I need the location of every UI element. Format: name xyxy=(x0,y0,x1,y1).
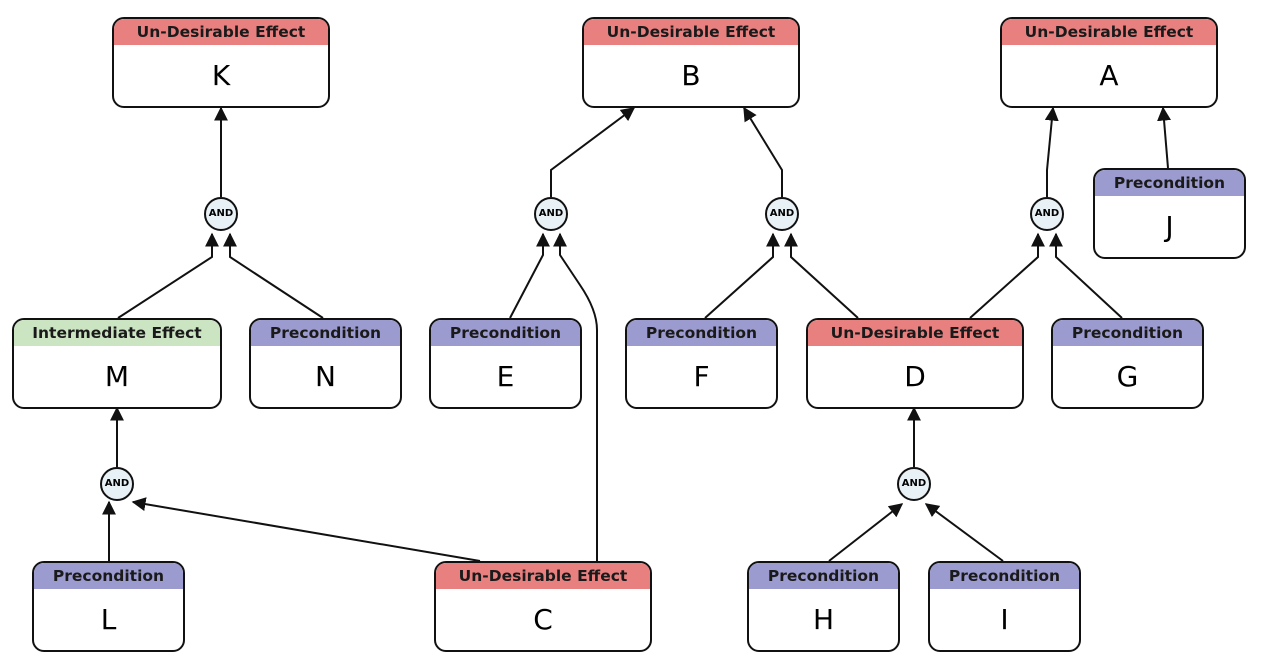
edge-m-to-and1 xyxy=(117,232,219,319)
node-header: Un-Desirable Effect xyxy=(436,563,650,589)
node-d[interactable]: Un-Desirable Effect D xyxy=(806,318,1024,409)
node-c[interactable]: Un-Desirable Effect C xyxy=(434,561,652,652)
node-b[interactable]: Un-Desirable Effect B xyxy=(582,17,800,108)
node-label: H xyxy=(812,603,835,636)
node-a[interactable]: Un-Desirable Effect A xyxy=(1000,17,1218,108)
and-gate: AND xyxy=(897,467,931,501)
node-label: G xyxy=(1116,360,1139,393)
node-label: D xyxy=(904,360,926,393)
node-label: L xyxy=(100,603,117,636)
edge-d-to-and4 xyxy=(969,232,1045,319)
node-label: C xyxy=(533,603,553,636)
node-k[interactable]: Un-Desirable Effect K xyxy=(112,17,330,108)
node-label: K xyxy=(211,59,231,92)
node-header: Precondition xyxy=(251,320,400,346)
edge-i-to-and6 xyxy=(924,503,1004,562)
node-header: Precondition xyxy=(930,563,1079,589)
node-label: B xyxy=(681,59,701,92)
node-label: M xyxy=(104,360,130,393)
edge-h-to-and6 xyxy=(828,503,904,562)
node-label: F xyxy=(693,360,710,393)
and-gate: AND xyxy=(204,197,238,231)
node-e[interactable]: Precondition E xyxy=(429,318,582,409)
node-i[interactable]: Precondition I xyxy=(928,561,1081,652)
and-gate: AND xyxy=(100,467,134,501)
node-f[interactable]: Precondition F xyxy=(625,318,778,409)
edge-e-to-and2 xyxy=(509,232,550,319)
node-m[interactable]: Intermediate Effect M xyxy=(12,318,222,409)
node-j[interactable]: Precondition J xyxy=(1093,168,1246,259)
node-header: Precondition xyxy=(34,563,183,589)
edge-j-to-a xyxy=(1157,106,1172,169)
node-label: I xyxy=(1000,603,1009,636)
edge-n-to-and1 xyxy=(223,232,324,319)
node-label: A xyxy=(1099,59,1119,92)
edge-and2-to-b xyxy=(550,107,636,197)
node-header: Un-Desirable Effect xyxy=(1002,19,1216,45)
edge-f-to-and3 xyxy=(704,232,780,319)
node-label: N xyxy=(315,360,336,393)
edge-and4-to-a xyxy=(1044,106,1059,197)
node-header: Precondition xyxy=(1095,170,1244,196)
node-header: Un-Desirable Effect xyxy=(808,320,1022,346)
node-header: Un-Desirable Effect xyxy=(584,19,798,45)
node-header: Precondition xyxy=(749,563,898,589)
edge-and3-to-b xyxy=(743,106,783,197)
edge-g-to-and4 xyxy=(1049,232,1123,319)
edge-c-to-and2 xyxy=(553,232,598,561)
node-g[interactable]: Precondition G xyxy=(1051,318,1204,409)
node-h[interactable]: Precondition H xyxy=(747,561,900,652)
edge-d-to-and3 xyxy=(784,232,859,319)
node-header: Precondition xyxy=(1053,320,1202,346)
node-header: Intermediate Effect xyxy=(14,320,220,346)
node-l[interactable]: Precondition L xyxy=(32,561,185,652)
and-gate: AND xyxy=(534,197,568,231)
and-gate: AND xyxy=(765,197,799,231)
and-gate: AND xyxy=(1030,197,1064,231)
node-header: Precondition xyxy=(627,320,776,346)
node-label: E xyxy=(496,360,515,393)
node-header: Un-Desirable Effect xyxy=(114,19,328,45)
edge-c-to-and5 xyxy=(131,497,481,562)
node-header: Precondition xyxy=(431,320,580,346)
node-n[interactable]: Precondition N xyxy=(249,318,402,409)
node-label: J xyxy=(1165,210,1174,243)
